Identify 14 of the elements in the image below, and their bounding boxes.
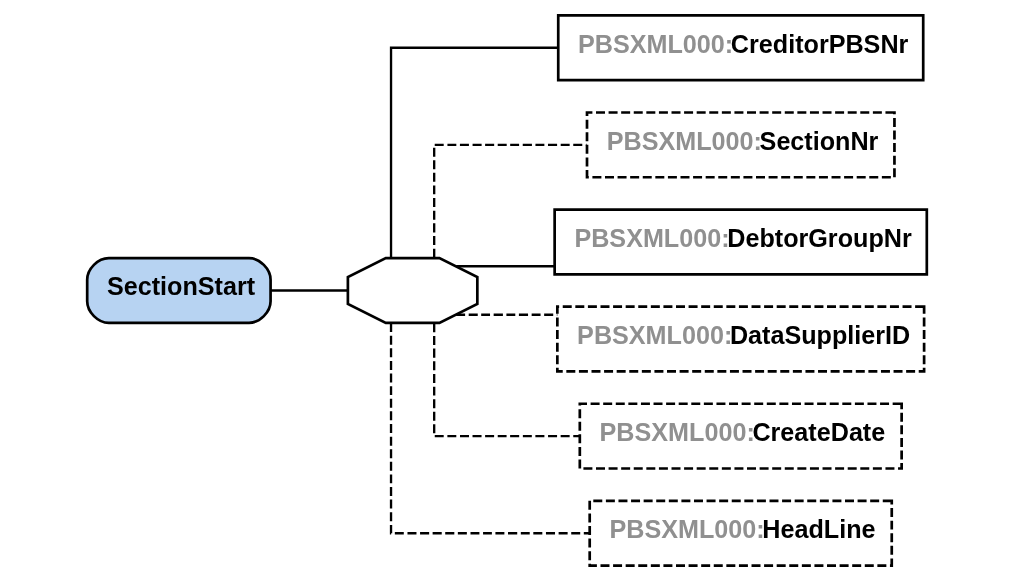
connector — [270, 289, 348, 292]
connector — [389, 323, 589, 535]
connector — [455, 265, 554, 268]
node-box: PBSXML000:SectionNr — [585, 111, 896, 179]
node-octagon — [346, 256, 479, 325]
connector — [389, 46, 558, 258]
node-box: PBSXML000:DataSupplierID — [555, 305, 925, 373]
node-box: SectionStart — [85, 256, 272, 325]
connector — [432, 323, 579, 438]
connector — [432, 143, 587, 258]
node-box: PBSXML000:HeadLine — [587, 499, 893, 567]
node-box: PBSXML000:CreditorPBSNr — [556, 14, 925, 82]
node-box: PBSXML000:CreateDate — [577, 402, 903, 470]
node-box: PBSXML000:DebtorGroupNr — [552, 208, 928, 276]
